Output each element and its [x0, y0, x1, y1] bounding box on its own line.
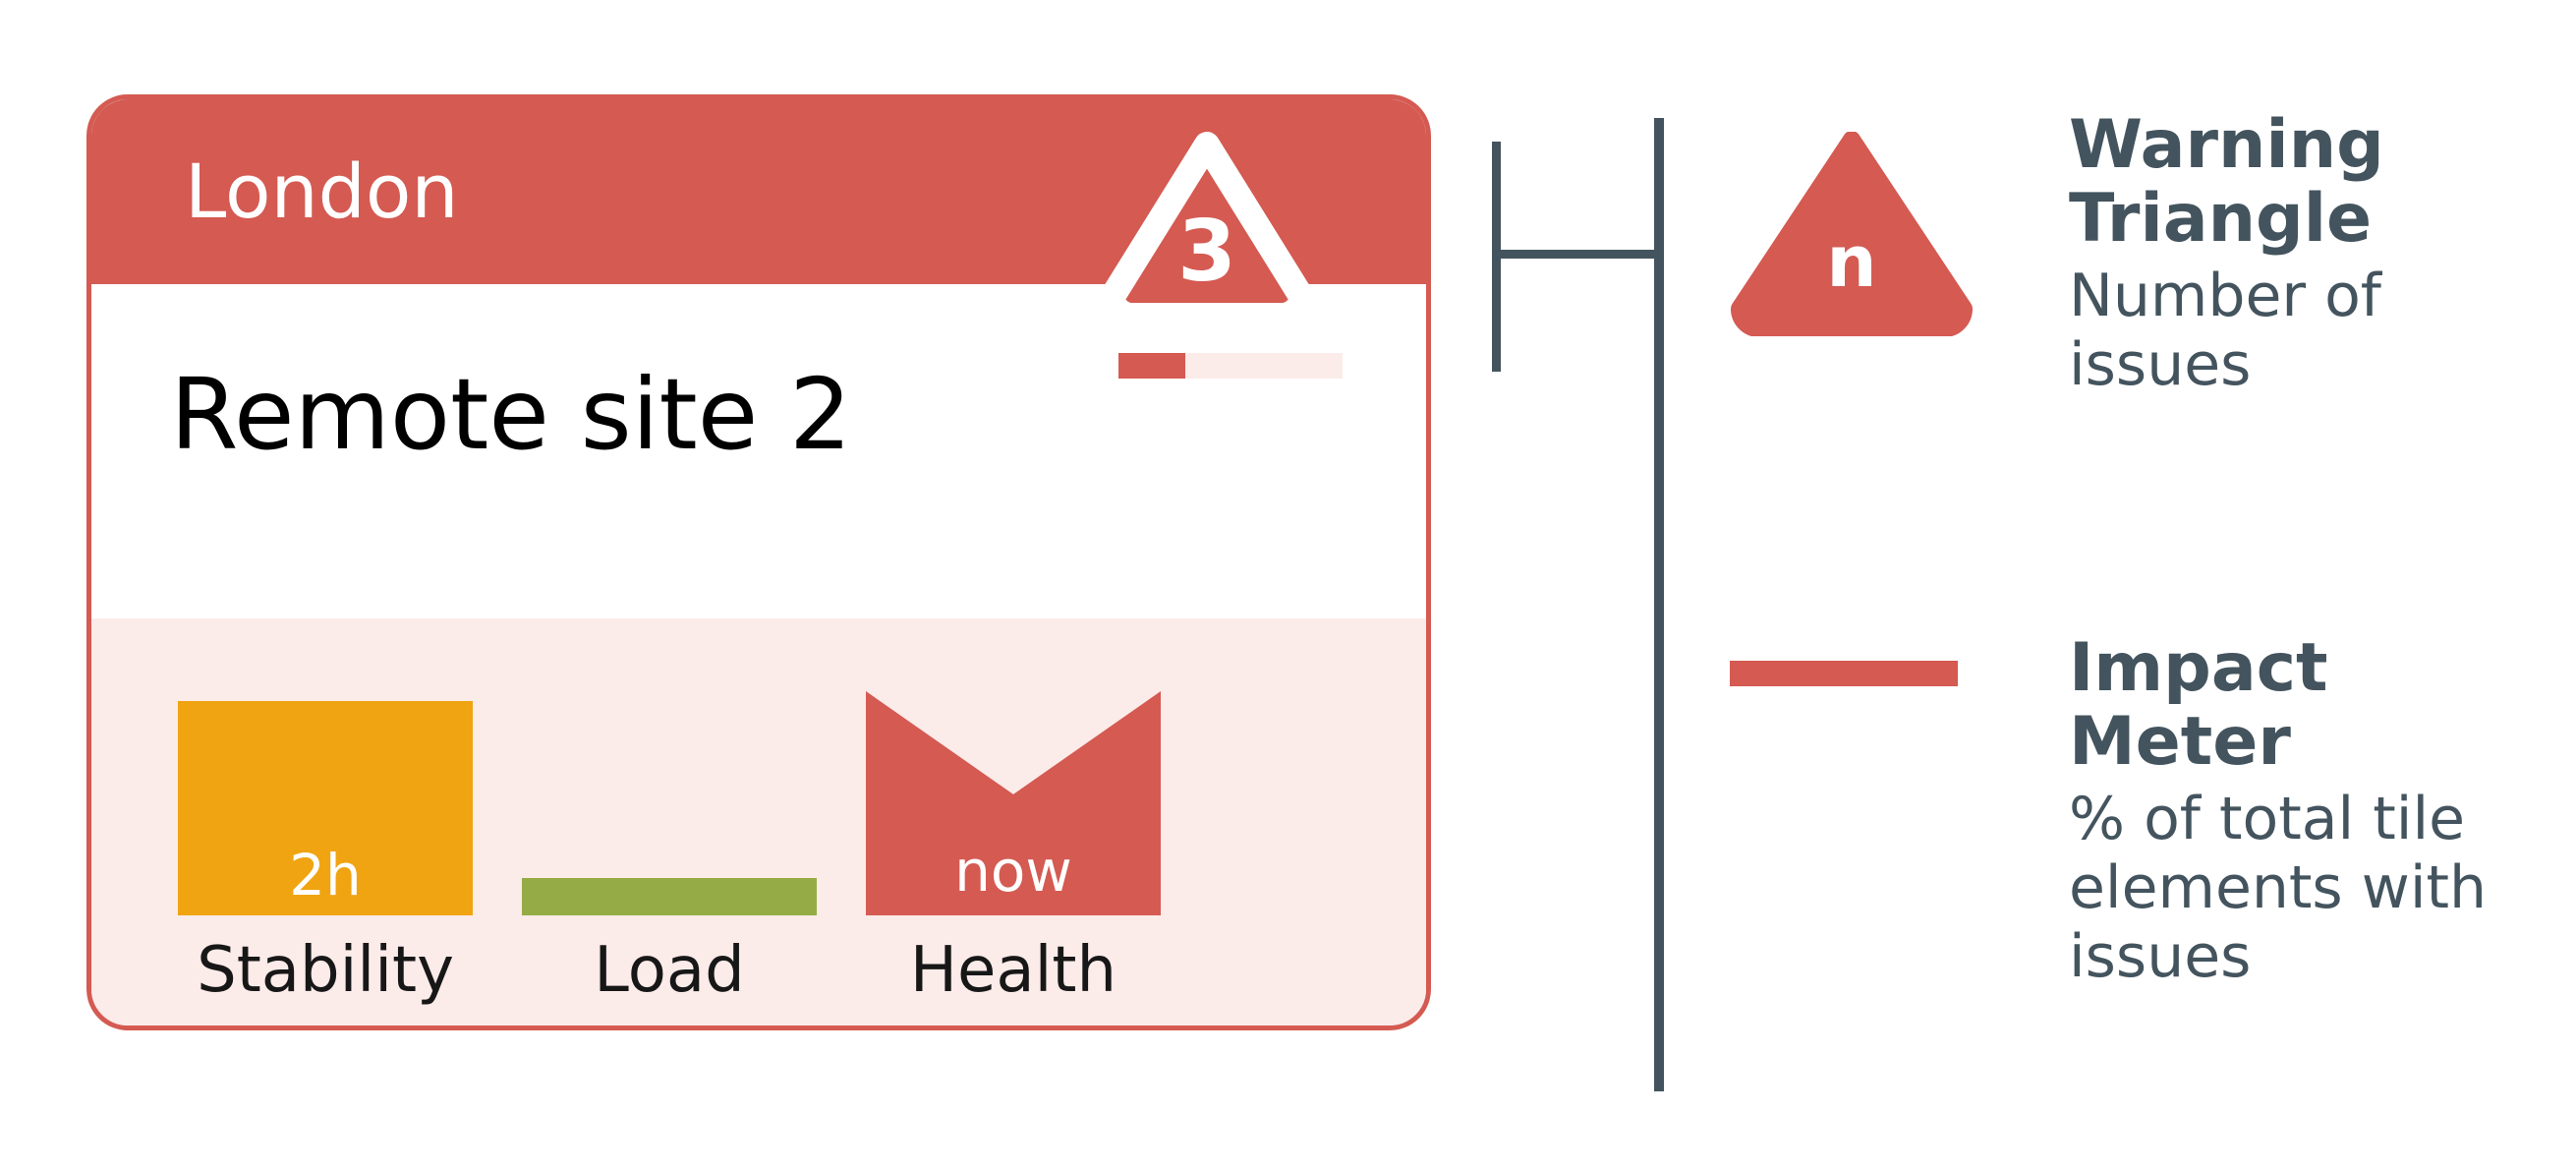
tile-location-label: London	[185, 147, 459, 235]
metric-label-load: Load	[594, 934, 745, 1007]
legend-description-impact-meter: % of total tile elements with issues	[2069, 785, 2488, 991]
metric-bar-load	[522, 878, 817, 915]
tile-body: Remote site 2	[91, 284, 1426, 618]
connector-right-vertical	[1654, 118, 1664, 1091]
legend-triangle-letter: n	[1826, 220, 1877, 303]
metrics-row: 2h Stability Load	[91, 618, 1426, 1026]
legend-text-block: Impact Meter % of total tile elements wi…	[2069, 631, 2531, 991]
legend-title-impact-meter: Impact Meter	[2069, 629, 2328, 781]
metric-value-health: now	[954, 838, 1072, 905]
legend-title-warning-triangle: Warning Triangle	[2069, 106, 2384, 258]
warning-triangle-count: 3	[1177, 203, 1236, 301]
tile-footer: 2h Stability Load	[91, 618, 1426, 1026]
metric-label-stability: Stability	[197, 934, 454, 1007]
metric-bar-stability: 2h	[178, 701, 473, 915]
legend-text-block: Warning Triangle Number of issues	[2069, 108, 2531, 399]
impact-meter-track	[1118, 353, 1343, 379]
impact-meter-bar-icon	[1730, 661, 1958, 686]
warning-triangle-icon: n	[1730, 132, 1974, 336]
tile-site-name: Remote site 2	[170, 357, 852, 472]
impact-meter-fill	[1118, 353, 1186, 379]
metric-bar-area	[522, 620, 817, 915]
site-tile[interactable]: London 3 Remote site 2 2h	[86, 94, 1431, 1030]
legend-description-warning-triangle: Number of issues	[2069, 262, 2381, 399]
metric-label-health: Health	[909, 934, 1117, 1007]
warning-triangle-icon[interactable]: 3	[1084, 119, 1330, 330]
connector-horizontal	[1492, 250, 1663, 259]
metric-bar-area: now	[866, 620, 1161, 915]
metric-value-stability: 2h	[289, 842, 362, 908]
metric-bar-area: 2h	[178, 620, 473, 915]
